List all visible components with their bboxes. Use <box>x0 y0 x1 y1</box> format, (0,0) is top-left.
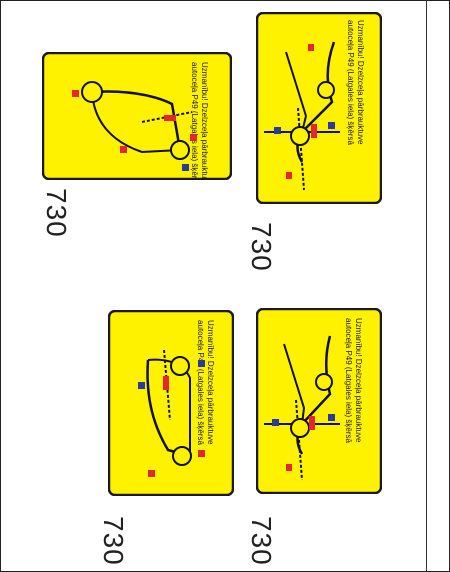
road-map-diagram <box>138 349 205 477</box>
warning-sign-top-left: Uzmanību! Dzelzceļa pārbrauktuve autoceļ… <box>42 52 232 180</box>
sign-number-bottom-left: 730 <box>98 516 129 566</box>
page-edge-line <box>426 0 427 572</box>
warning-sign-bottom-right: Uzmanību! Dzelzceļa pārbrauktuve autoceļ… <box>256 308 382 494</box>
sign-title-line1: Uzmanību! Dzelzceļa pārbrauktuve <box>356 20 365 145</box>
sign-number-bottom-right: 730 <box>246 516 277 566</box>
sign-title-line2: autoceļa P49 (Latgales iela) šķērsā <box>344 318 353 444</box>
road-map-diagram <box>264 41 340 191</box>
road-map-diagram <box>72 81 197 171</box>
sign-title-line2: autoceļa P49 (Latgales iela) šķērsā <box>190 62 199 180</box>
sign-number-top-right: 730 <box>246 222 277 272</box>
sign-title-line2: autoceļa P49 (Latgales iela) šķērsā <box>346 20 355 146</box>
sign-title-line1: Uzmanību! Dzelzceļa pārbrauktuve <box>354 318 363 443</box>
road-map-diagram <box>264 335 340 481</box>
sign-title-line1: Uzmanību! Dzelzceļa pārbrauktuve <box>206 320 215 445</box>
sign-title-line1: Uzmanību! Dzelzceļa pārbrauktuve <box>200 62 209 180</box>
sign-title-line2: autoceļa P49 (Latgales iela) šķērsā <box>196 320 205 446</box>
sign-number-top-left: 730 <box>41 188 72 238</box>
warning-sign-top-right: Uzmanību! Dzelzceļa pārbrauktuve autoceļ… <box>256 12 382 204</box>
warning-sign-bottom-left: Uzmanību! Dzelzceļa pārbrauktuve autoceļ… <box>108 310 234 496</box>
